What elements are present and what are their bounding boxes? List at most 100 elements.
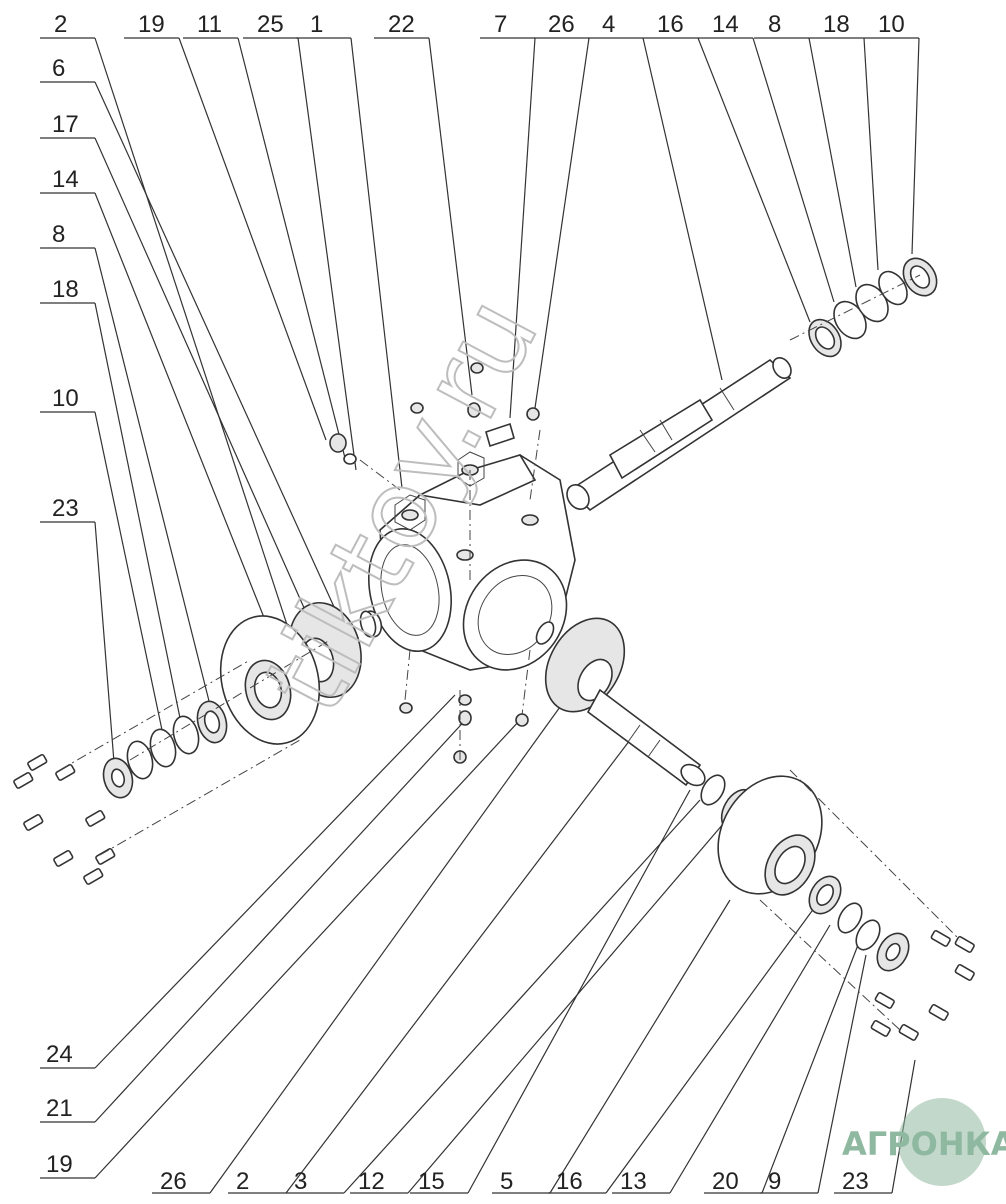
left-callout-1: 6	[40, 55, 341, 621]
top-callout-9-number: 4	[602, 11, 615, 38]
input-shaft	[566, 356, 792, 512]
top-callout-14-leader-line	[911, 37, 920, 255]
top-callout-2: 19	[124, 11, 327, 441]
left-callout-3-number: 14	[52, 166, 79, 193]
top-callout-1-number: 2	[54, 11, 67, 38]
lower-right-bolts	[870, 929, 975, 1041]
top-callout-6-leader-line	[428, 37, 473, 396]
top-callout-4-leader-line	[297, 37, 357, 471]
bottom-callout-5: 15	[410, 789, 691, 1195]
top-callout-11: 14	[698, 11, 835, 303]
left-callout-7-number: 23	[52, 495, 79, 522]
bottom-callout-3-leader-line	[343, 799, 701, 1194]
top-callout-9-leader-line	[642, 37, 723, 381]
bottom-left-callout-2-leader-line	[94, 714, 471, 1123]
top-callout-7: 7	[480, 11, 536, 419]
bottom-callout-10: 9	[760, 954, 867, 1195]
bottom-left-callout-1-number: 24	[46, 1041, 73, 1068]
left-callout-7-leader-line	[94, 521, 116, 776]
bottom-callout-9-leader-line	[761, 944, 859, 1194]
top-callout-5-leader-line	[350, 37, 403, 489]
left-callout-6: 10	[40, 385, 163, 731]
left-callout-7: 23	[40, 495, 116, 776]
bottom-callout-8-number: 13	[620, 1168, 647, 1195]
bottom-callout-5-leader-line	[467, 789, 691, 1194]
bottom-callout-2-leader-line	[285, 739, 631, 1194]
top-callout-10: 16	[643, 11, 811, 323]
bottom-callout-7-number: 16	[556, 1168, 583, 1195]
top-callout-12: 8	[754, 11, 857, 288]
bottom-callout-7-leader-line	[605, 899, 821, 1194]
bottom-callout-1: 26	[152, 699, 566, 1195]
left-callout-2-number: 17	[52, 111, 79, 138]
bottom-callout-9: 20	[704, 944, 859, 1195]
bottom-callout-4-leader-line	[407, 809, 736, 1194]
top-callout-10-number: 16	[657, 11, 684, 38]
lower-right-bearing-stack	[808, 875, 910, 972]
bottom-callout-1-leader-line	[209, 699, 566, 1194]
bottom-callout-6: 5	[492, 899, 731, 1195]
left-bearing-stack	[102, 700, 228, 799]
left-callout-4-number: 8	[52, 221, 65, 248]
top-callout-13-leader-line	[863, 37, 879, 271]
left-callout-5-number: 18	[52, 276, 79, 303]
bottom-callout-2: 2	[228, 739, 631, 1195]
bottom-callout-2-number: 2	[236, 1168, 249, 1195]
bottom-left-callout-1: 24	[40, 694, 456, 1069]
top-callout-1: 2	[40, 11, 293, 641]
left-callout-1-leader-line	[94, 81, 341, 621]
top-callout-12-leader-line	[808, 37, 857, 288]
bottom-callout-6-leader-line	[549, 899, 731, 1194]
bottom-left-callout-2-number: 21	[46, 1095, 73, 1122]
bottom-callout-4: 12	[350, 809, 736, 1195]
top-callout-2-leader-line	[178, 37, 327, 441]
left-callout-3: 14	[40, 166, 266, 621]
bottom-callout-9-number: 20	[712, 1168, 739, 1195]
top-callout-6-number: 22	[388, 11, 415, 38]
bottom-callout-8-leader-line	[669, 924, 831, 1194]
left-callout-4: 8	[40, 221, 211, 706]
left-callout-3-leader-line	[94, 192, 266, 621]
top-callout-10-leader-line	[697, 37, 811, 323]
top-callout-14-number: 10	[878, 11, 905, 38]
agronka-logo: АГРОНКА	[842, 1098, 1006, 1186]
bottom-callout-7: 16	[548, 899, 821, 1195]
bottom-callout-4-number: 12	[358, 1168, 385, 1195]
left-callout-4-leader-line	[94, 247, 211, 706]
bottom-callout-10-number: 9	[768, 1168, 781, 1195]
top-callout-3-leader-line	[237, 37, 346, 459]
top-callout-7-number: 7	[494, 11, 507, 38]
left-callout-2: 17	[40, 111, 306, 611]
logo-text: АГРОНКА	[842, 1125, 1006, 1163]
top-callout-14: 10	[864, 11, 920, 255]
bottom-callout-3-number: 3	[294, 1168, 307, 1195]
bottom-callout-11-number: 23	[842, 1168, 869, 1195]
top-callout-8: 26	[534, 11, 590, 409]
left-cover-flange	[219, 615, 321, 745]
bottom-callout-5-number: 15	[418, 1168, 445, 1195]
top-callout-6: 22	[374, 11, 473, 396]
output-bevel-gear-shaft	[544, 617, 706, 787]
top-callout-12-number: 8	[768, 11, 781, 38]
top-callout-8-leader-line	[534, 37, 590, 409]
top-callout-4-number: 25	[257, 11, 284, 38]
left-callout-2-leader-line	[94, 137, 306, 611]
bottom-callout-3: 3	[286, 799, 701, 1195]
gearbox-housing	[368, 451, 576, 671]
top-callout-13: 18	[809, 11, 879, 271]
top-callout-3: 11	[183, 11, 346, 459]
top-callout-8-number: 26	[548, 11, 575, 38]
bottom-left-callout-2: 21	[40, 714, 471, 1123]
top-callout-11-leader-line	[752, 37, 835, 303]
left-callout-5-leader-line	[94, 302, 181, 719]
top-callout-4: 25	[243, 11, 357, 471]
bottom-left-callout-3-leader-line	[94, 719, 521, 1179]
bottom-callout-6-number: 5	[500, 1168, 513, 1195]
assembly-axis-lines	[59, 274, 961, 1031]
top-callout-7-leader-line	[509, 37, 536, 419]
left-callout-6-leader-line	[94, 411, 163, 731]
top-callout-5: 1	[296, 11, 403, 489]
top-callout-2-number: 19	[138, 11, 165, 38]
